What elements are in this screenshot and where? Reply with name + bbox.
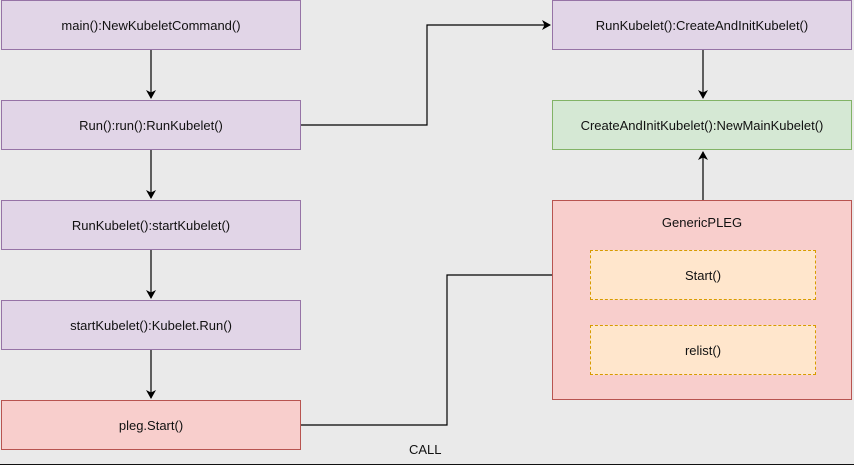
node-pleg-start: pleg.Start()	[1, 400, 301, 450]
node-label: pleg.Start()	[118, 417, 184, 433]
node-label: CreateAndInitKubelet():NewMainKubelet()	[580, 117, 824, 133]
node-label: RunKubelet():startKubelet()	[71, 217, 231, 233]
node-label: RunKubelet():CreateAndInitKubelet()	[595, 17, 809, 33]
edge-label-call: CALL	[409, 442, 442, 457]
edge-run-to-createandinit	[301, 20, 551, 126]
node-main-new-kubelet-command: main():NewKubeletCommand()	[1, 0, 301, 50]
node-label: Start()	[684, 267, 722, 283]
node-label: Run():run():RunKubelet()	[79, 117, 223, 133]
node-run-kubelet: Run():run():RunKubelet()	[1, 100, 301, 150]
container-label: GenericPLEG	[661, 215, 743, 230]
node-startkubelet-kubelet-run: startKubelet():Kubelet.Run()	[1, 300, 301, 350]
node-create-and-init-kubelet: RunKubelet():CreateAndInitKubelet()	[552, 0, 852, 50]
edge-plegstart-to-start	[301, 270, 589, 426]
node-new-main-kubelet: CreateAndInitKubelet():NewMainKubelet()	[552, 100, 852, 150]
node-runkubelet-startkubelet: RunKubelet():startKubelet()	[1, 200, 301, 250]
node-start: Start()	[590, 250, 816, 300]
node-relist: relist()	[590, 325, 816, 375]
node-label: main():NewKubeletCommand()	[61, 17, 241, 33]
node-label: relist()	[684, 342, 722, 358]
node-label: startKubelet():Kubelet.Run()	[70, 317, 232, 333]
